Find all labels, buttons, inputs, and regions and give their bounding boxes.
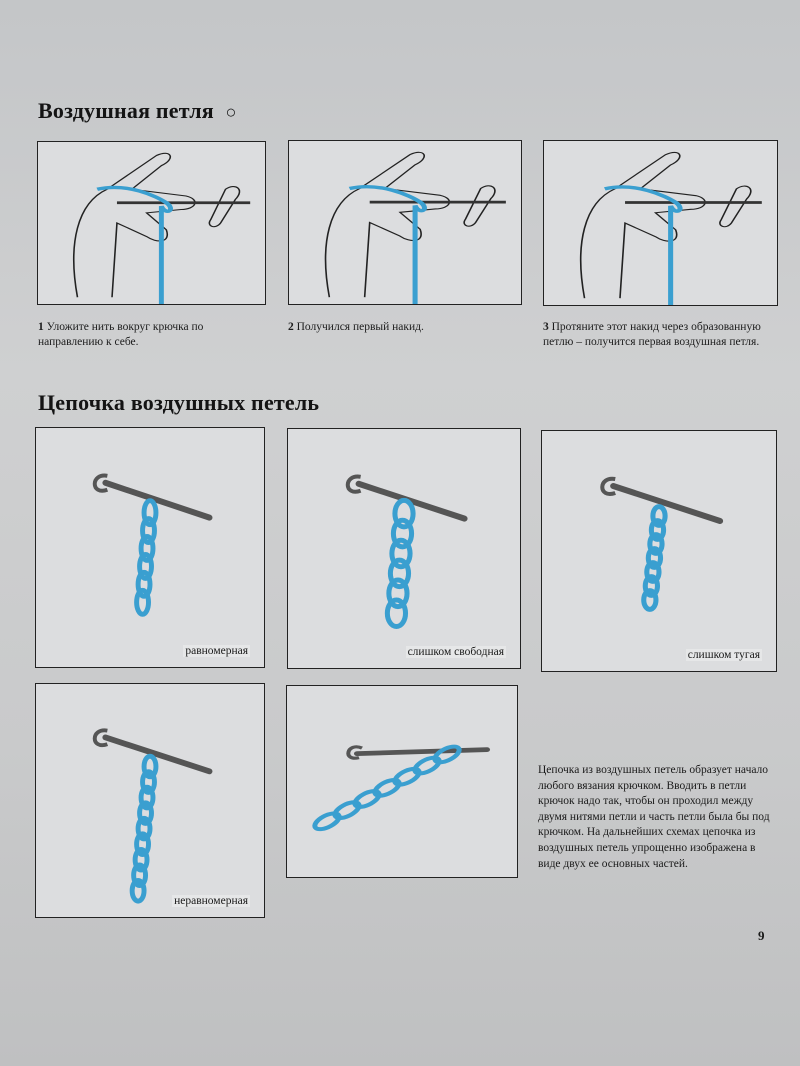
step-2-caption: 2 Получился первый накид. [288,321,424,333]
chain-description: Цепочка из воздушных петель образует нач… [538,764,770,870]
step-3-caption: 3 Протяните этот накид через образованну… [543,321,761,348]
label-uneven: неравномерная [172,895,250,907]
illustration-even-chain: равномерная [35,427,265,668]
section-title-chain-stitch: Воздушная петля ○ [38,98,237,124]
illustration-tight-chain: слишком тугая [541,430,777,672]
drawing [324,151,506,304]
section-title-chain: Цепочка воздушных петель [38,390,320,415]
label-loose: слишком свободная [405,646,506,658]
illustration-hook-insertion [286,685,518,878]
page-number: 9 [758,928,765,943]
illustration-step-2 [288,140,522,305]
drawing [92,728,213,904]
drawing [600,476,724,612]
illustration-step-3 [543,140,778,306]
drawing [312,744,490,832]
illustration-loose-chain: слишком свободная [287,428,521,669]
chain-symbol-icon: ○ [225,102,237,122]
illustration-uneven-chain: неравномерная [35,683,265,918]
label-even: равномерная [183,645,250,657]
drawing [92,473,213,617]
step-1-caption: 1 Уложите нить вокруг крючка по направле… [38,321,204,348]
drawing [345,474,468,629]
illustration-step-1 [37,141,266,305]
drawing [73,152,251,304]
drawing [579,151,762,305]
title-text: Воздушная петля [38,98,214,123]
label-tight: слишком тугая [685,649,762,661]
